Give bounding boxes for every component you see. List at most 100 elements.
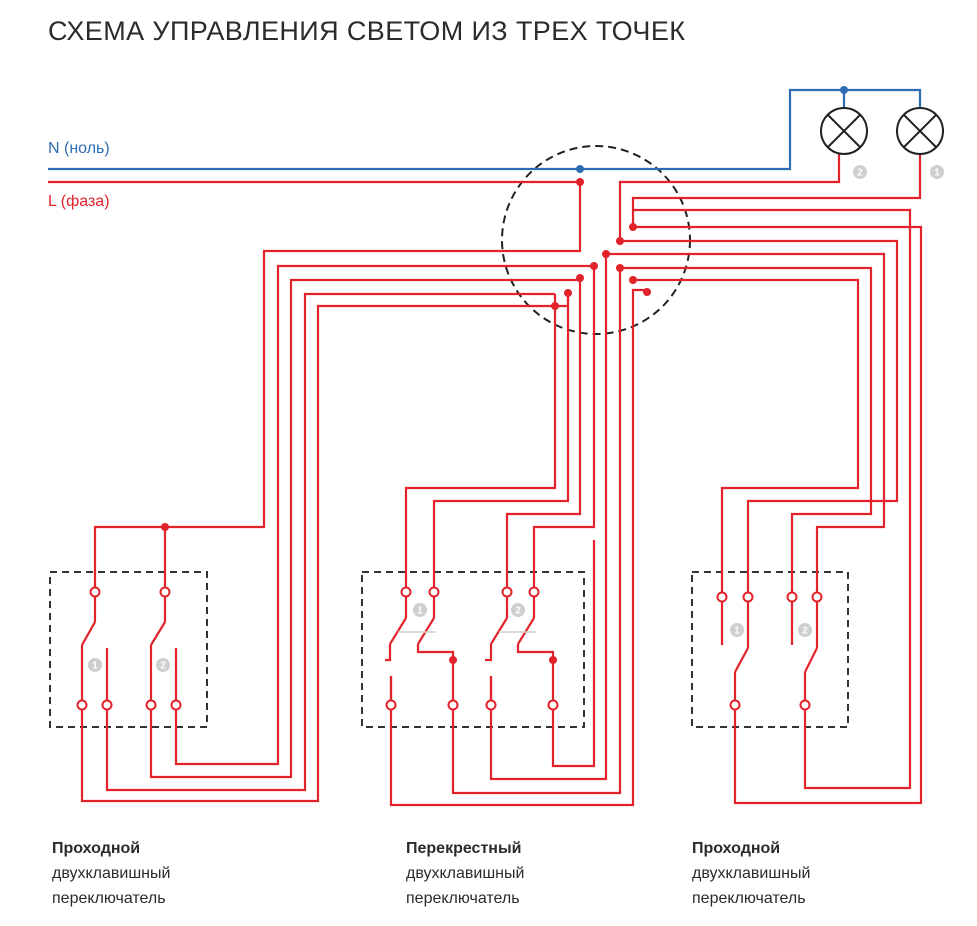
phase-wire (631, 154, 922, 227)
phase-wire (389, 288, 647, 807)
terminal (385, 699, 397, 711)
phase-wire (489, 254, 608, 781)
phase-wire (532, 266, 596, 592)
terminal (89, 586, 101, 598)
number-badge: 2 (156, 658, 170, 672)
phase-wire (618, 154, 841, 241)
junction-dot (602, 250, 610, 258)
terminal (786, 591, 798, 603)
terminal (742, 591, 754, 603)
phase-wire (633, 278, 860, 592)
terminal (400, 586, 412, 598)
phase-wire (389, 617, 407, 645)
switch-caption-right: Проходной двухклавишный переключатель (692, 836, 810, 911)
phase-wire (150, 621, 166, 646)
phase-wire (416, 644, 455, 660)
badge-number: 2 (160, 661, 166, 672)
phase-wire (174, 264, 594, 766)
lamp-1-icon (896, 107, 944, 155)
terminal (716, 591, 728, 603)
junction-dot (576, 274, 584, 282)
phase-wire (551, 540, 596, 768)
phase-wire (490, 617, 508, 645)
badge-circle (853, 165, 867, 179)
phase-wire (505, 278, 582, 592)
badge-circle (730, 623, 744, 637)
junction-dot (629, 223, 637, 231)
junction-dot (616, 264, 624, 272)
terminal (170, 699, 182, 711)
phase-wire (734, 647, 749, 673)
phase-wire (417, 617, 435, 645)
phase-wire-label: L (фаза) (48, 193, 110, 210)
terminal (501, 586, 513, 598)
number-badge: 2 (798, 623, 812, 637)
terminal (547, 699, 559, 711)
number-badge: 2 (511, 603, 525, 617)
terminal (447, 699, 459, 711)
phase-wire (451, 268, 622, 795)
number-badge: 1 (88, 658, 102, 672)
switch-caption-middle: Перекрестный двухклавишный переключатель (406, 836, 524, 911)
phase-wire (105, 292, 555, 792)
lamp-2-icon (820, 107, 868, 155)
number-badge: 1 (413, 603, 427, 617)
badge-number: 2 (802, 626, 808, 637)
phase-wire (633, 225, 923, 805)
badge-number: 1 (734, 626, 740, 637)
badge-number: 2 (515, 606, 521, 617)
badge-circle (798, 623, 812, 637)
badge-circle (930, 165, 944, 179)
phase-wire (633, 208, 912, 790)
phase-wire (385, 644, 392, 662)
terminal (145, 699, 157, 711)
badge-circle (88, 658, 102, 672)
terminal (811, 591, 823, 603)
terminal (729, 699, 741, 711)
number-badge: 1 (930, 165, 944, 179)
switch-kind: переключатель (52, 890, 166, 907)
badge-circle (511, 603, 525, 617)
badge-number: 1 (934, 168, 940, 179)
junction-dot (616, 237, 624, 245)
badge-number: 2 (857, 168, 863, 179)
lamp-cross (903, 114, 937, 148)
terminal (428, 586, 440, 598)
junction-dot (629, 276, 637, 284)
junction-dot (576, 165, 584, 173)
phase-wire (48, 180, 582, 592)
phase-wire (404, 294, 557, 592)
junction-dot (840, 86, 848, 94)
badge-number: 1 (92, 661, 98, 672)
switch-box-right (691, 571, 849, 728)
terminal (76, 699, 88, 711)
switch-kind: переключатель (406, 890, 520, 907)
phase-wire (485, 644, 493, 662)
phase-wire (81, 621, 96, 646)
terminal (159, 586, 171, 598)
junction-dot (643, 288, 651, 296)
junction-dot (551, 302, 559, 310)
switch-type: двухклавишный (52, 865, 171, 882)
terminal (101, 699, 113, 711)
diagram-title: СХЕМА УПРАВЛЕНИЯ СВЕТОМ ИЗ ТРЕХ ТОЧЕК (48, 16, 686, 46)
junction-dot (590, 262, 598, 270)
switch-type: двухклавишный (406, 865, 525, 882)
switch-caption-left: Проходной двухклавишный переключатель (52, 836, 170, 911)
terminal (528, 586, 540, 598)
badge-number: 1 (417, 606, 423, 617)
switch-kind: переключатель (692, 890, 806, 907)
switch-type: двухклавишный (692, 865, 811, 882)
phase-wire (804, 647, 818, 673)
phase-wire (516, 644, 555, 660)
phase-wire (517, 617, 535, 645)
phase-wire (620, 266, 873, 592)
switch-name: Перекрестный (406, 840, 522, 857)
neutral-wire (48, 88, 922, 171)
switch-name: Проходной (692, 840, 781, 857)
terminal (485, 699, 497, 711)
badge-circle (156, 658, 170, 672)
switch-box-middle (361, 571, 585, 728)
number-badge: 1 (730, 623, 744, 637)
